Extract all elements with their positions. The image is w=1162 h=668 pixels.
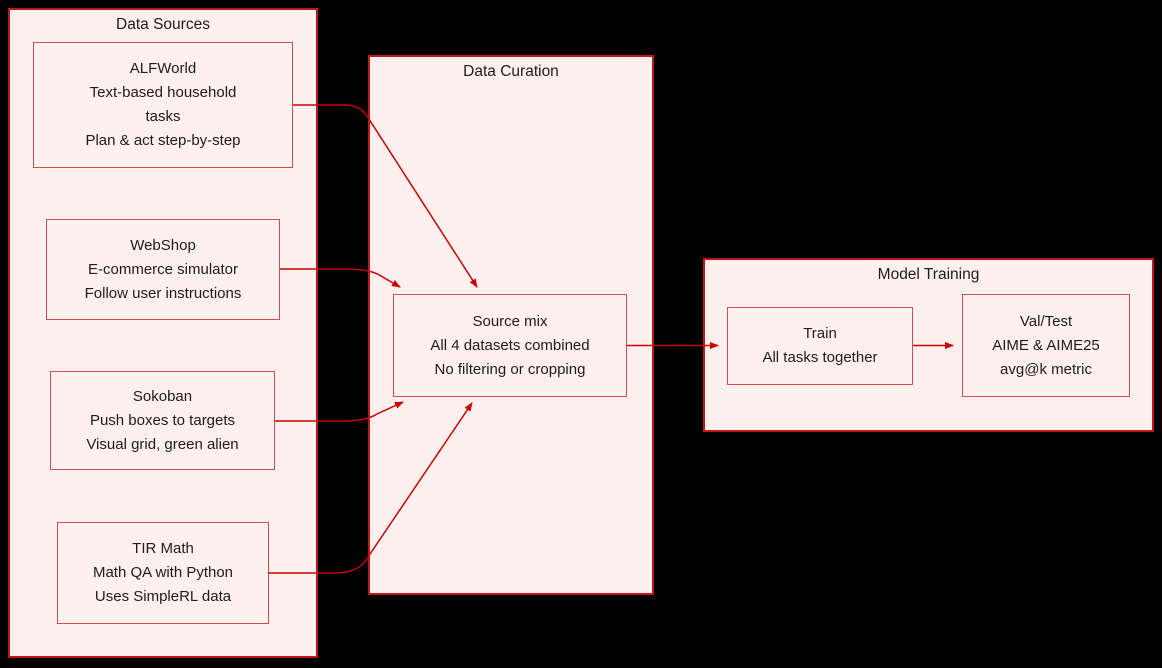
node-val-test: Val/Test AIME & AIME25 avg@k metric: [962, 294, 1130, 397]
node-text-line: tasks: [145, 108, 181, 125]
node-text-line: All 4 datasets combined: [430, 336, 590, 354]
node-tir-math: TIR Math Math QA with Python Uses Simple…: [57, 522, 269, 624]
node-source-mix: Source mix All 4 datasets combined No fi…: [393, 294, 627, 397]
node-text-line: TIR Math: [132, 540, 194, 557]
node-text-line: Source mix: [472, 312, 548, 330]
node-text-line: Train: [803, 325, 837, 342]
container-title-data-curation: Data Curation: [463, 63, 559, 80]
node-text-line: AIME & AIME25: [992, 336, 1100, 354]
container-title-model-training: Model Training: [877, 266, 980, 283]
node-text-line: WebShop: [130, 236, 196, 254]
node-text-line: Uses SimpleRL data: [94, 588, 232, 605]
node-text-line: Math QA with Python: [92, 564, 234, 581]
node-text-line: Plan & act step-by-step: [85, 132, 241, 149]
node-text-line: E-commerce simulator: [87, 260, 239, 278]
node-text-line: Follow user instructions: [84, 284, 242, 302]
node-text-line: No filtering or cropping: [434, 360, 586, 378]
node-webshop: WebShop E-commerce simulator Follow user…: [46, 219, 280, 320]
node-text-line: All tasks together: [762, 349, 878, 366]
container-title-data-sources: Data Sources: [116, 16, 210, 33]
node-text-line: Val/Test: [1019, 312, 1073, 330]
node-train: Train All tasks together: [727, 307, 913, 385]
node-text-line: avg@k metric: [1000, 360, 1092, 378]
node-text-line: Sokoban: [132, 387, 193, 405]
node-sokoban: Sokoban Push boxes to targets Visual gri…: [50, 371, 275, 470]
node-text-line: Push boxes to targets: [89, 411, 236, 429]
node-text-line: Text-based household: [89, 84, 237, 101]
node-text-line: Visual grid, green alien: [86, 435, 239, 453]
node-alfworld: ALFWorld Text-based household tasks Plan…: [33, 42, 293, 168]
node-text-line: ALFWorld: [129, 60, 197, 77]
